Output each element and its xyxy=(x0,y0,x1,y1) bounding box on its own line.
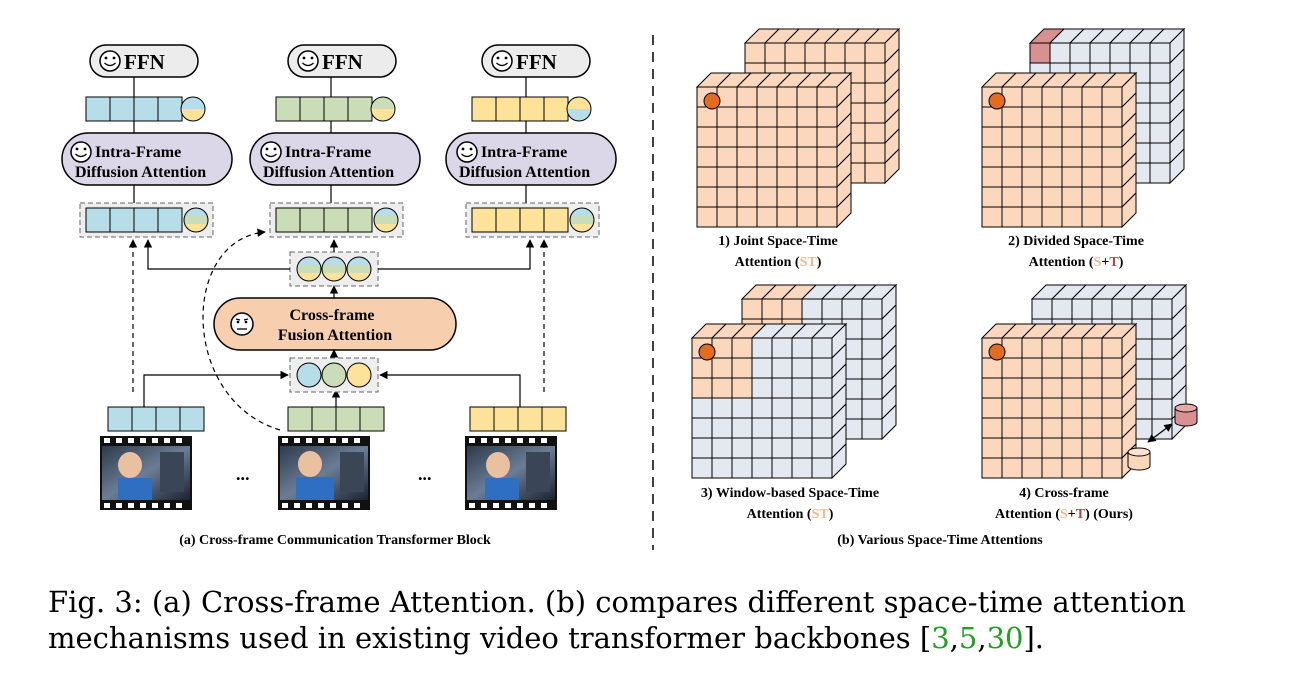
ellipsis: ... xyxy=(418,464,432,484)
ffn-label: FFN xyxy=(124,50,165,74)
column-2: FFN Intra-Frame Diffusion Attention xyxy=(202,44,421,432)
neutral-face-icon xyxy=(230,312,254,336)
smiley-icon xyxy=(297,50,319,72)
video-frame-2 xyxy=(278,436,370,510)
token-row xyxy=(471,96,592,122)
intra-line1: Intra-Frame xyxy=(95,144,181,161)
cross-label-line2: Attention (S+T) (Ours) xyxy=(995,507,1133,522)
citation-link[interactable]: 3 xyxy=(931,621,950,655)
smiley-icon xyxy=(260,141,282,163)
video-frame-3 xyxy=(465,436,557,510)
token-row xyxy=(275,207,399,233)
token-row xyxy=(85,96,206,122)
cross-frame-cube xyxy=(980,283,1188,480)
divided-label-line2: Attention (S+T) xyxy=(1029,255,1124,270)
memory-cylinder-icons xyxy=(1127,403,1198,471)
column-1: FFN Intra-Frame Diffusion Attention xyxy=(61,44,233,432)
intra-line2: Diffusion Attention xyxy=(263,164,394,181)
intra-line1: Intra-Frame xyxy=(285,144,371,161)
fused-tokens-top xyxy=(289,251,379,287)
token-row xyxy=(469,406,567,432)
token-row xyxy=(107,406,205,432)
panel-b: 1) Joint Space-Time Attention (ST) 2) Di… xyxy=(690,27,1198,548)
token-row xyxy=(85,207,209,233)
video-frame-1 xyxy=(100,436,192,510)
divided-space-time-cube xyxy=(980,27,1186,229)
cross-line1: Cross-frame xyxy=(289,307,374,324)
figure-3: FFN Intra-Frame Diffusion Attention xyxy=(61,27,1198,550)
smiley-icon xyxy=(99,50,121,72)
intra-line2: Diffusion Attention xyxy=(75,164,206,181)
ellipsis: ... xyxy=(236,464,250,484)
caption-line1: Fig. 3: (a) Cross-frame Attention. (b) c… xyxy=(48,585,1186,619)
citation-link[interactable]: 5 xyxy=(958,621,978,655)
smiley-icon xyxy=(70,141,92,163)
intra-line1: Intra-Frame xyxy=(481,144,567,161)
smiley-icon xyxy=(456,141,478,163)
token-row xyxy=(287,406,385,432)
joint-label-line2: Attention (ST) xyxy=(735,255,822,270)
panel-b-caption: (b) Various Space-Time Attentions xyxy=(837,533,1043,548)
intra-line2: Diffusion Attention xyxy=(459,164,590,181)
panel-a: FFN Intra-Frame Diffusion Attention xyxy=(61,44,617,548)
intra-frame-attention-box xyxy=(445,132,617,186)
joint-space-time-cube xyxy=(695,27,901,229)
cross-label-line1: 4) Cross-frame xyxy=(1019,486,1109,501)
intra-frame-attention-box xyxy=(249,132,421,186)
fused-tokens-bottom xyxy=(289,357,379,393)
citation-link[interactable]: 30 xyxy=(986,621,1024,655)
token-row xyxy=(471,207,595,233)
cross-line2: Fusion Attention xyxy=(278,327,392,344)
caption-line2: mechanisms used in existing video transf… xyxy=(48,621,1045,655)
figure-caption: Fig. 3: (a) Cross-frame Attention. (b) c… xyxy=(48,584,1278,656)
panel-a-caption: (a) Cross-frame Communication Transforme… xyxy=(179,533,491,548)
joint-label-line1: 1) Joint Space-Time xyxy=(718,234,838,249)
window-label-line2: Attention (ST) xyxy=(747,507,834,522)
smiley-icon xyxy=(491,50,513,72)
divided-label-line1: 2) Divided Space-Time xyxy=(1008,234,1144,249)
intra-frame-attention-box xyxy=(61,132,233,186)
window-space-time-cube xyxy=(690,283,898,480)
ffn-label: FFN xyxy=(322,50,363,74)
column-3: FFN Intra-Frame Diffusion Attention xyxy=(445,44,617,432)
token-row xyxy=(275,96,396,122)
window-label-line1: 3) Window-based Space-Time xyxy=(701,486,879,501)
ffn-label: FFN xyxy=(516,50,557,74)
